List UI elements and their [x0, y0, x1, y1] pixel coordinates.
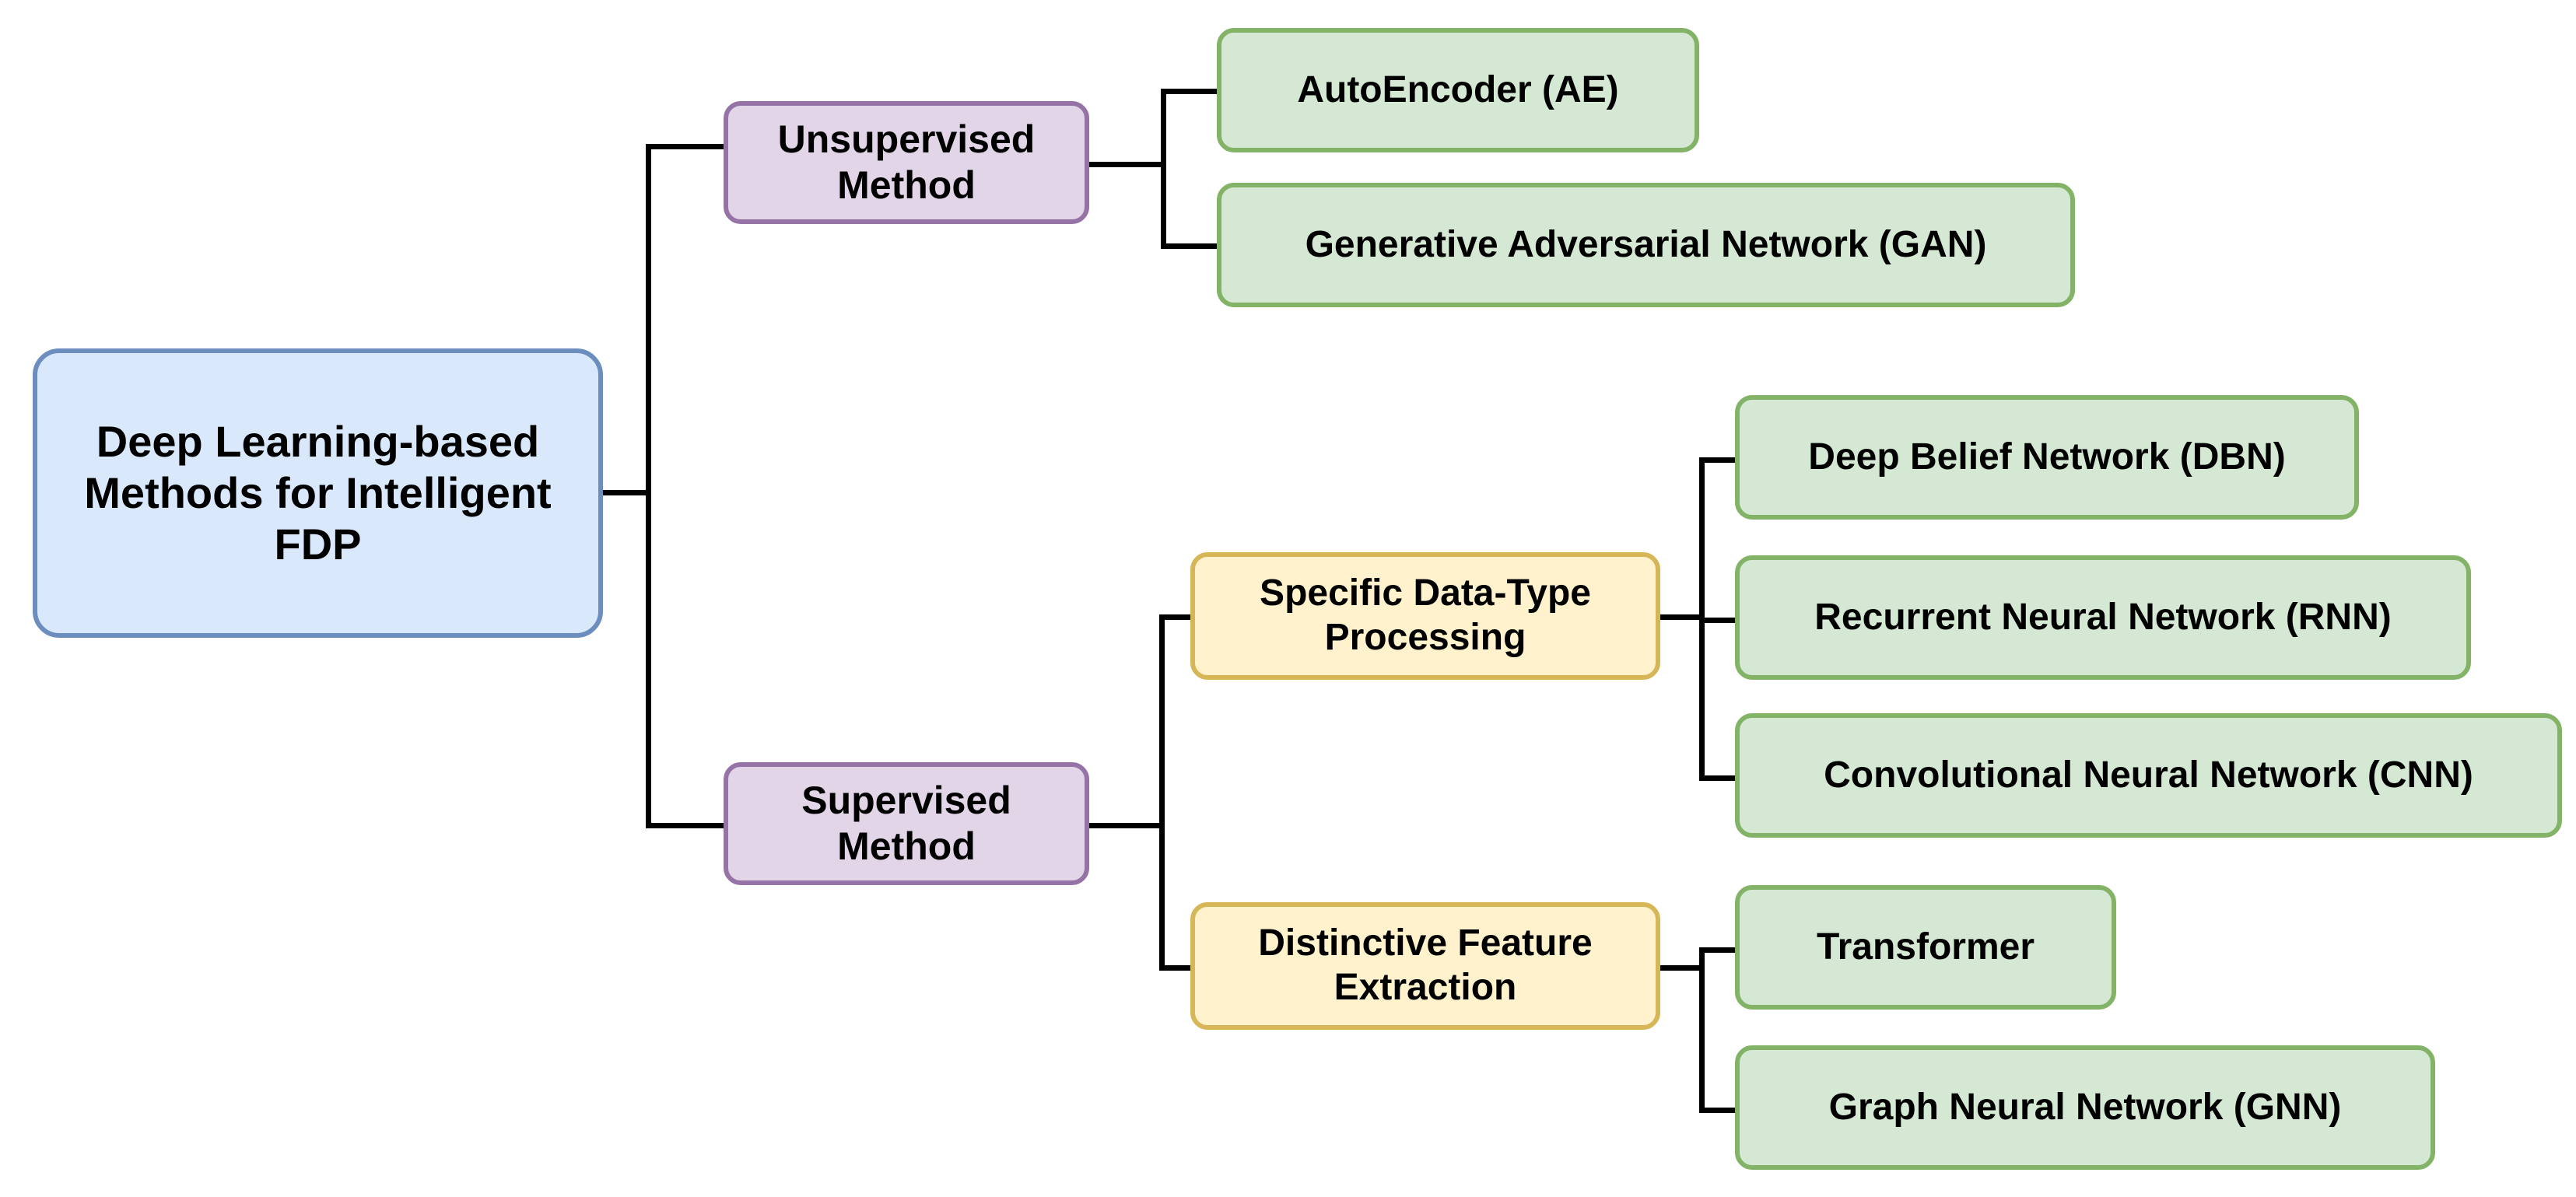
node-deep-belief-network[interactable]: Deep Belief Network (DBN) — [1735, 395, 2359, 520]
edge-fork-to-rnn — [1699, 618, 1738, 623]
edge-trunk-to-unsupervised — [646, 144, 726, 149]
node-root[interactable]: Deep Learning-based Methods for Intellig… — [33, 348, 603, 638]
node-transformer[interactable]: Transformer — [1735, 885, 2116, 1010]
edge-root-to-trunk — [603, 490, 651, 495]
edge-trunk-level1 — [646, 144, 651, 828]
edge-distinctive-feature-to-fork — [1660, 965, 1705, 971]
edge-trunk-to-supervised — [646, 823, 726, 828]
edge-supervised-to-fork — [1089, 823, 1164, 828]
node-graph-neural-network[interactable]: Graph Neural Network (GNN) — [1735, 1045, 2435, 1170]
node-autoencoder[interactable]: AutoEncoder (AE) — [1217, 28, 1699, 152]
edge-fork-to-gan — [1161, 243, 1220, 249]
node-distinctive-feature-extraction[interactable]: Distinctive Feature Extraction — [1190, 902, 1660, 1030]
node-specific-data-type-processing[interactable]: Specific Data-Type Processing — [1190, 552, 1660, 680]
node-recurrent-neural-network[interactable]: Recurrent Neural Network (RNN) — [1735, 555, 2471, 680]
edge-fork-unsupervised — [1161, 89, 1166, 249]
node-supervised-method[interactable]: Supervised Method — [724, 762, 1089, 885]
node-generative-adversarial-network[interactable]: Generative Adversarial Network (GAN) — [1217, 183, 2075, 307]
edge-fork-supervised — [1159, 614, 1165, 971]
edge-fork-to-gnn — [1699, 1108, 1738, 1113]
edge-fork-to-autoencoder — [1161, 89, 1220, 94]
edge-fork-to-transformer — [1699, 947, 1738, 953]
edge-fork-distinctive-feature — [1699, 947, 1705, 1112]
edge-unsupervised-to-fork — [1089, 162, 1165, 167]
edge-fork-to-distinctive-feature — [1159, 965, 1195, 971]
edge-fork-to-specific-data-type — [1159, 614, 1195, 620]
node-convolutional-neural-network[interactable]: Convolutional Neural Network (CNN) — [1735, 713, 2562, 838]
edge-specific-data-type-to-fork — [1660, 614, 1705, 620]
edge-fork-to-cnn — [1699, 775, 1738, 781]
edge-fork-to-dbn — [1699, 457, 1738, 463]
node-unsupervised-method[interactable]: Unsupervised Method — [724, 101, 1089, 224]
